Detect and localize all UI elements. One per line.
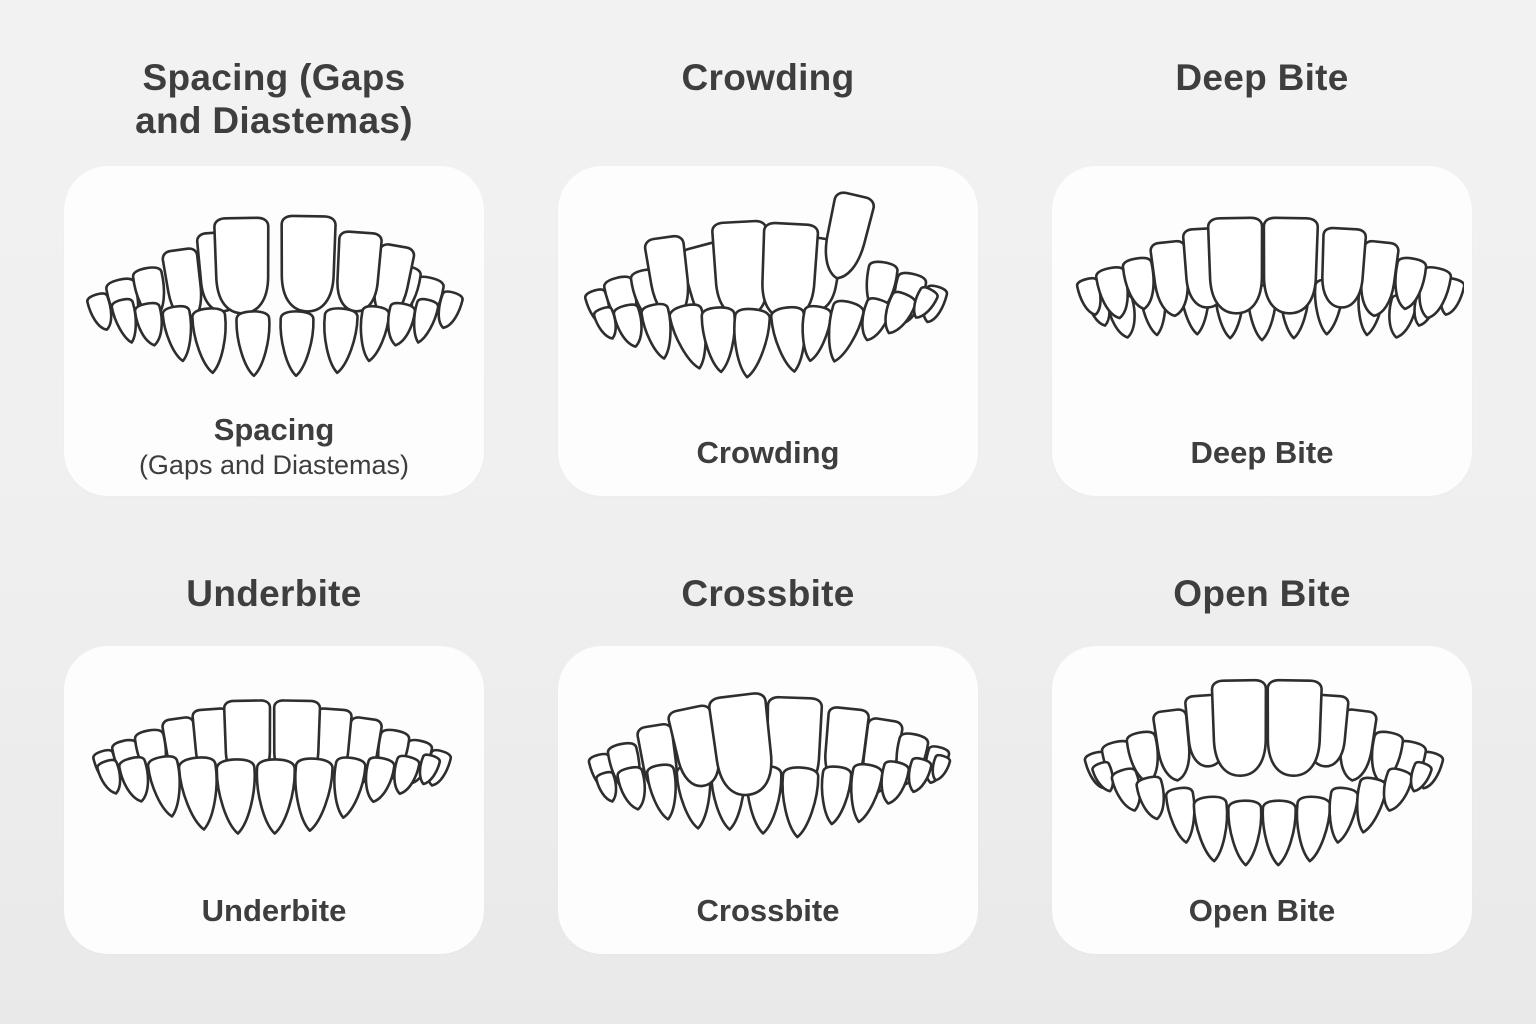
caption-line: Crowding: [696, 435, 840, 471]
cell-crossbite: Crossbite: [558, 496, 978, 954]
caption-subline: (Gaps and Diastemas): [138, 450, 410, 481]
crowding-heading: Crowding: [681, 57, 855, 98]
malocclusion-grid: Spacing (Gaps and Diastemas): [64, 46, 1472, 954]
caption-line: Deep Bite: [1190, 435, 1334, 471]
underbite-heading: Underbite: [186, 573, 362, 614]
cell-spacing: Spacing (Gaps and Diastemas): [64, 46, 484, 496]
deep-bite-heading: Deep Bite: [1175, 57, 1349, 98]
cell-open-bite: Open Bite: [1052, 496, 1472, 954]
spacing-card: Spacing (Gaps and Diastemas): [64, 166, 484, 496]
crowding-card: Crowding: [558, 166, 978, 496]
crowding-caption: Crowding: [697, 434, 840, 472]
spacing-teeth-illustration: [85, 214, 465, 378]
cell-underbite: Underbite: [64, 496, 484, 954]
heading-area: Open Bite: [1173, 566, 1350, 646]
deep-bite-caption: Deep Bite: [1191, 434, 1334, 472]
caption-line: Open Bite: [1188, 893, 1336, 929]
spacing-caption: Spacing (Gaps and Diastemas): [139, 411, 409, 482]
open-bite-teeth-illustration: [1082, 678, 1446, 867]
open-bite-caption: Open Bite: [1189, 892, 1335, 930]
caption-line: Spacing: [213, 412, 335, 448]
heading-area: Underbite: [186, 566, 361, 646]
heading-area: Deep Bite: [1175, 46, 1348, 166]
crossbite-card: Crossbite: [558, 646, 978, 954]
crowding-teeth-illustration: [582, 190, 950, 381]
lower-teeth: [95, 752, 442, 836]
underbite-caption: Underbite: [202, 892, 347, 930]
open-bite-heading: Open Bite: [1173, 573, 1351, 614]
heading-area: Spacing (Gaps and Diastemas): [109, 46, 439, 166]
underbite-card: Underbite: [64, 646, 484, 954]
spacing-heading: Spacing (Gaps and Diastemas): [135, 57, 413, 142]
cell-crowding: Crowding: [558, 46, 978, 496]
heading-area: Crossbite: [681, 566, 854, 646]
caption-line: Crossbite: [696, 893, 840, 929]
underbite-teeth-illustration: [91, 699, 453, 836]
open-bite-card: Open Bite: [1052, 646, 1472, 954]
crossbite-caption: Crossbite: [697, 892, 840, 930]
caption-line: Underbite: [201, 893, 347, 929]
crossbite-heading: Crossbite: [681, 573, 855, 614]
crossbite-teeth-illustration: [586, 690, 952, 840]
lower-teeth: [109, 296, 441, 378]
heading-area: Crowding: [682, 46, 855, 166]
cell-deep-bite: Deep Bite: [1052, 46, 1472, 496]
deep-bite-card: Deep Bite: [1052, 166, 1472, 496]
deep-bite-teeth-illustration: [1075, 216, 1464, 342]
